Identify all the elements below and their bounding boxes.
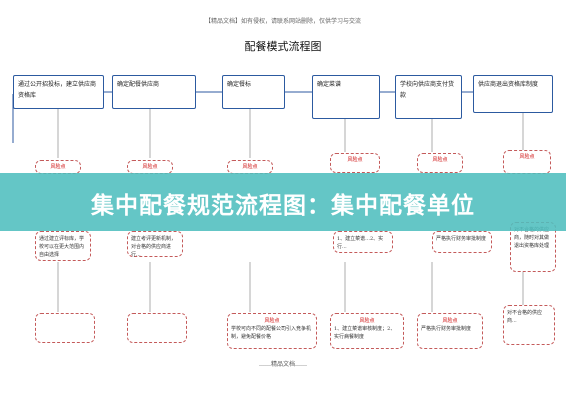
control-measure-box: 通过建立评标库，学校可以在更大范围内自由选择 (35, 231, 91, 261)
control-measure-text: 建立考评更新机制，对合格的供应商进行... (131, 236, 177, 258)
risk-label: 风险点 (503, 150, 551, 174)
control-measure-box (35, 313, 95, 343)
risk-label: 风险点 (127, 160, 173, 174)
control-measure-text: 学校可向不同的配餐公司引入竞争机制，避免配餐价格 (231, 326, 312, 340)
process-step: 学校向供应商支付货款 (395, 75, 462, 119)
risk-label: 风险点 (227, 160, 273, 174)
control-measure-box: 对不合格的供应商... (503, 305, 555, 345)
control-measure-box (127, 313, 187, 343)
process-step: 确定餐标 (222, 75, 285, 109)
control-measure-box: 严格执行财务审批制度 (432, 231, 492, 253)
control-label: 风险点 (359, 318, 375, 324)
control-measure-text: 通过建立评标库，学校可以在更大范围内自由选择 (39, 236, 85, 258)
control-measure-text: 1、建立菜谱...2、实行... (337, 236, 384, 250)
title-banner (0, 173, 566, 231)
control-label: 风险点 (264, 318, 280, 324)
risk-label: 风险点 (330, 153, 380, 173)
header-note: 【精品文档】如有侵权，请联系网站删除，仅供学习与交流 (204, 18, 361, 25)
page-title: 配餐模式流程图 (244, 40, 322, 53)
process-step: 确定菜谱 (312, 75, 380, 119)
control-measure-box: 建立考评更新机制，对合格的供应商进行... (127, 231, 183, 258)
process-step: 供应商退出资格库制度 (473, 75, 553, 113)
footer-note: ……精品文档…… (258, 361, 307, 368)
control-measure-box: 1、建立菜谱...2、实行... (333, 231, 393, 253)
control-measure-text: 对不合格的供应商... (507, 310, 543, 324)
control-measure-text: 1、建立菜谱审核制度；2、实行病餐制度 (334, 326, 396, 340)
control-measure-text: 严格执行财务审批制度 (421, 326, 472, 332)
banner-title: 集中配餐规范流程图：集中配餐单位 (91, 193, 475, 219)
process-step: 通过公开招投标，建立供应商资格库 (13, 75, 104, 109)
process-step: 确定配餐供应商 (112, 75, 196, 109)
control-measure-box: 风险点 1、建立菜谱审核制度；2、实行病餐制度 (330, 313, 404, 349)
control-measure-text: 严格执行财务审批制度 (436, 236, 487, 242)
risk-label: 风险点 (35, 160, 81, 174)
risk-label: 风险点 (417, 153, 463, 173)
control-measure-box: 风险点 严格执行财务审批制度 (417, 313, 483, 349)
control-label: 风险点 (442, 318, 458, 324)
control-measure-box: 风险点 学校可向不同的配餐公司引入竞争机制，避免配餐价格 (227, 313, 317, 349)
